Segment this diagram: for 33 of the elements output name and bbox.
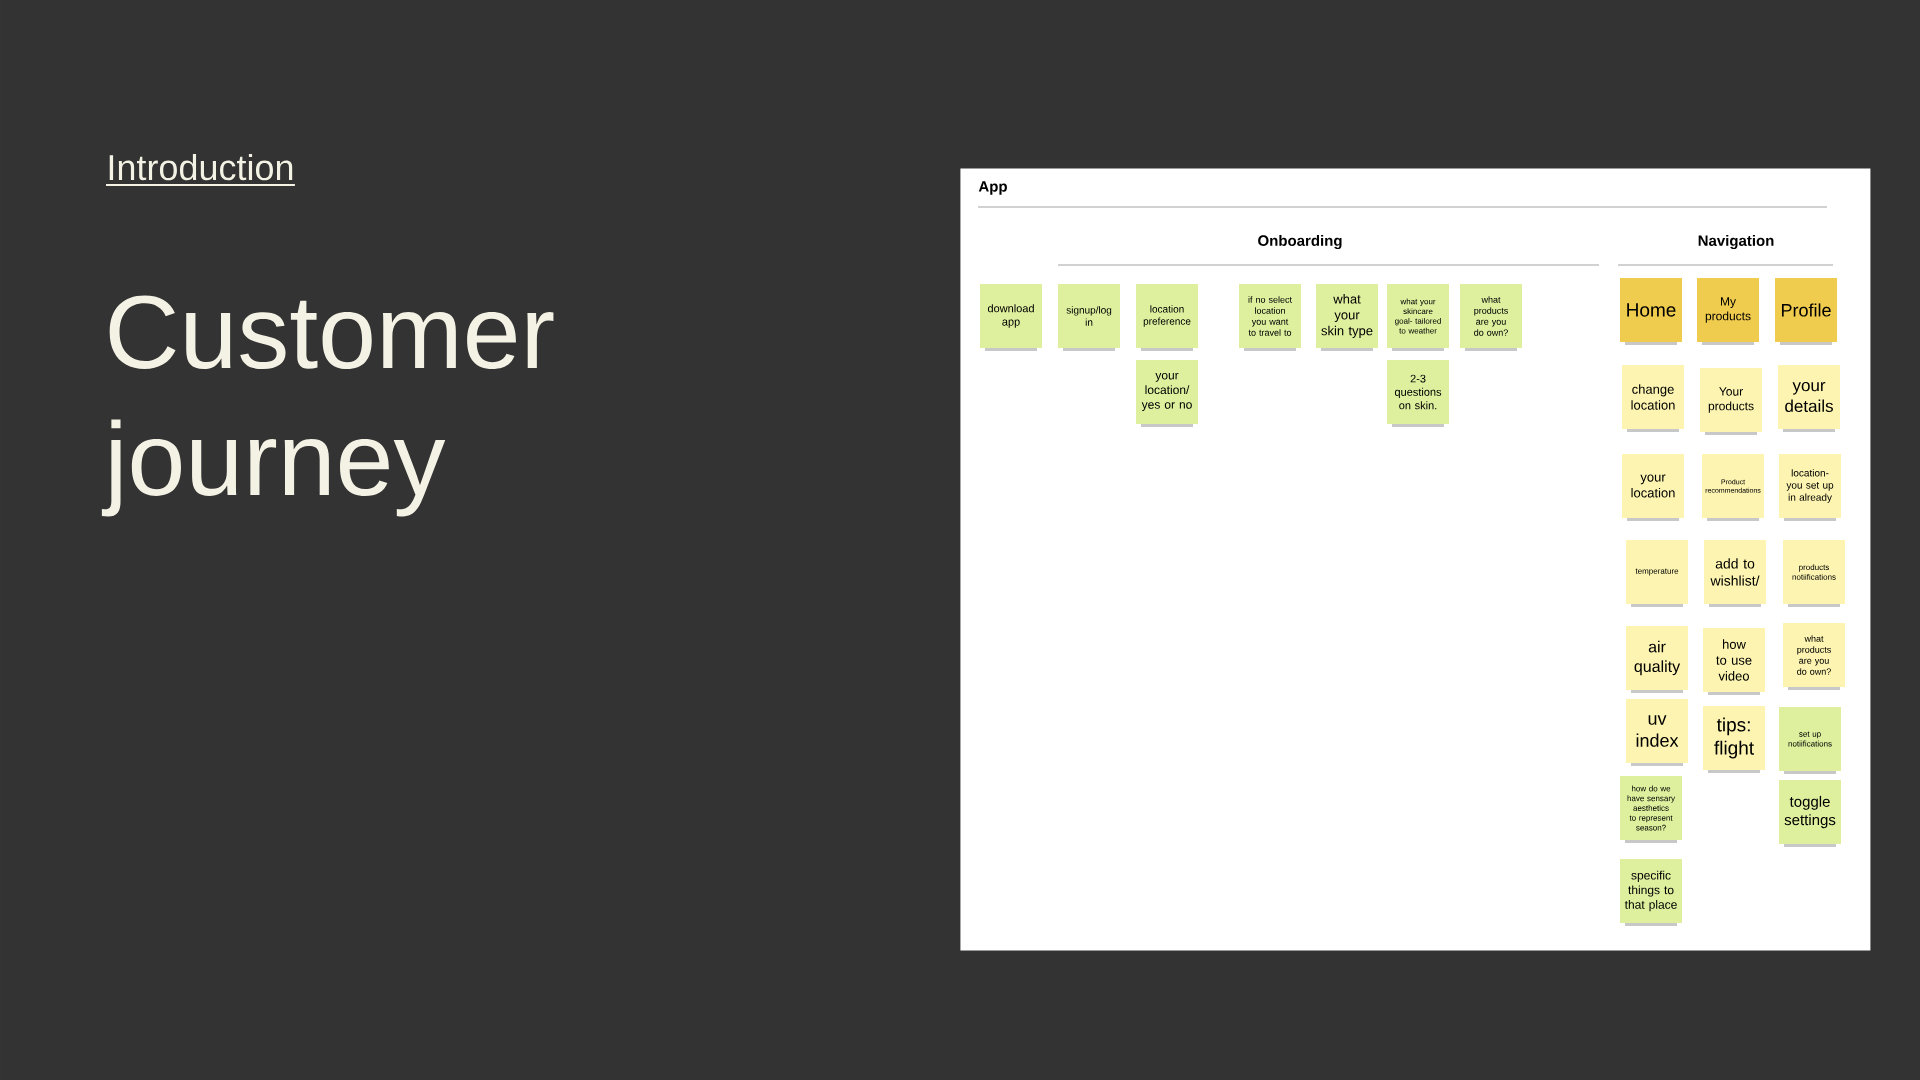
sticky-note: Profile [1775,278,1837,345]
sticky-note: what your skincare goal- tailored to weather [1387,284,1449,351]
sticky-note: set up notiifications [1779,707,1841,774]
sticky-note: temperature [1626,540,1688,607]
sticky-note: uv index [1626,699,1688,766]
sticky-note: toggle settings [1779,780,1841,847]
sticky-note: products notiifications [1783,540,1845,607]
sticky-note: 2-3 questions on skin. [1387,360,1449,427]
sticky-note: how do we have sensary aesthetics to represent season? [1620,776,1682,843]
sticky-note: how to use video [1703,628,1765,695]
sticky-note: what your skin type [1316,284,1378,351]
sticky-note: what products are you do own? [1783,623,1845,690]
sticky-note: your details [1778,365,1840,432]
sticky-note: your location/ yes or no [1136,360,1198,427]
section-heading: Onboarding [1258,235,1342,249]
sticky-note: My products [1697,278,1759,345]
sticky-note: location- you set up in already [1779,454,1841,521]
slide-title: Customer journey [101,295,554,517]
sticky-note: Home [1620,278,1682,345]
sticky-note: Your products [1700,368,1762,435]
sticky-note: add to wishlist/ [1704,540,1766,607]
sticky-note: air quality [1626,626,1688,693]
sticky-note: what products are you do own? [1460,284,1522,351]
sticky-note: tips: flight [1703,706,1765,773]
section-heading: Navigation [1698,235,1774,249]
sticky-note: change location [1622,365,1684,432]
sticky-note: download app [980,284,1042,351]
sticky-note: specific things to that place [1620,859,1682,926]
sticky-note: signup/log in [1058,284,1120,351]
sticky-note: location preference [1136,284,1198,351]
sticky-note: your location [1622,454,1684,521]
section-label: Introduction [105,153,296,186]
sticky-note: if no select location you want to travel to [1239,284,1301,351]
